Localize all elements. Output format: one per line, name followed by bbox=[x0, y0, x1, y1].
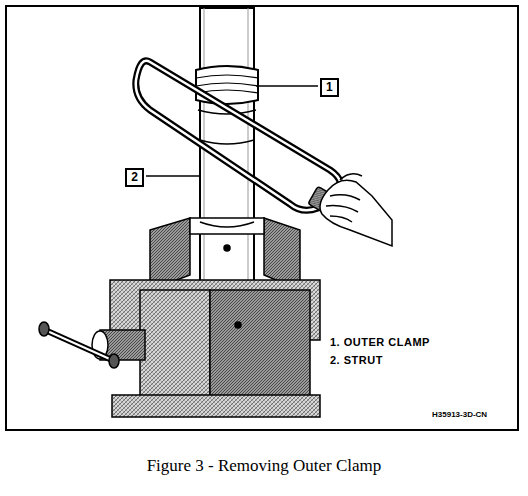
callout-number: 1 bbox=[320, 78, 339, 97]
leader-line bbox=[146, 175, 200, 177]
figure-code: H35913-3D-CN bbox=[432, 410, 487, 419]
figure-caption: Figure 3 - Removing Outer Clamp bbox=[147, 456, 382, 476]
part-legend: 2. STRUT bbox=[330, 354, 383, 366]
leader-line bbox=[256, 85, 318, 87]
hand bbox=[320, 174, 392, 246]
part-legend: 1. OUTER CLAMP bbox=[330, 336, 430, 348]
frame bbox=[6, 6, 518, 430]
vise bbox=[39, 218, 320, 417]
callout-number: 2 bbox=[125, 168, 144, 187]
